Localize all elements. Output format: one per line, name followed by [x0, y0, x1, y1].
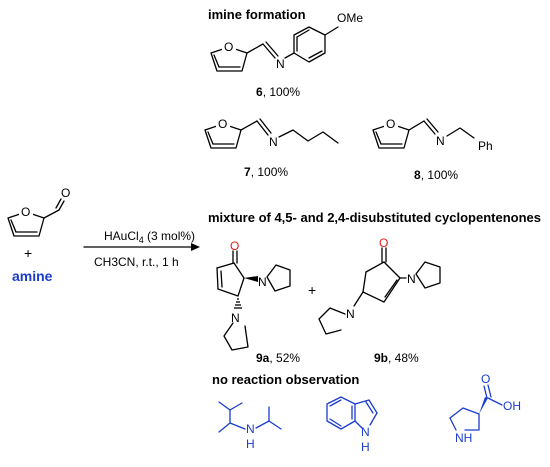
compound-8-structure: O N Ph — [372, 117, 493, 153]
proline-carbonyl-oxygen: O — [481, 372, 490, 386]
compound-7-nitrogen: N — [269, 135, 278, 149]
compound-6-structure: O N OMe — [210, 11, 363, 72]
compound-8-oxygen: O — [386, 117, 395, 131]
compound-9a-nitrogen-1: N — [258, 275, 267, 289]
product-plus: + — [308, 282, 316, 298]
compound-9b-label: 9b, 48% — [374, 351, 419, 365]
compound-8-nitrogen: N — [436, 134, 445, 148]
furfural-carbonyl-oxygen: O — [61, 186, 70, 200]
no-reaction-title: no reaction observation — [212, 372, 359, 387]
compound-9a-carbonyl-oxygen: O — [230, 239, 239, 253]
compound-9b-nitrogen-2: N — [346, 307, 355, 321]
compound-9a-nitrogen-2: N — [231, 311, 240, 325]
compound-7-oxygen: O — [218, 117, 227, 131]
compound-9b-structure: O N N — [318, 236, 441, 335]
catalyst-label: HAuCl4 (3 mol%) — [104, 229, 195, 245]
compound-8-label: 8, 100% — [414, 168, 458, 182]
amine-reactant: amine — [12, 268, 53, 284]
conditions-label: CH3CN, r.t., 1 h — [94, 255, 179, 269]
imine-formation-title: imine formation — [208, 7, 306, 22]
furfural-structure: O O — [7, 186, 70, 237]
diisopropylamine-nitrogen: N — [246, 422, 255, 436]
diisopropylamine-structure: N H — [218, 401, 282, 451]
reactant-plus: + — [24, 245, 32, 261]
compound-7-label: 7, 100% — [244, 165, 288, 179]
indole-nitrogen: N — [361, 425, 370, 439]
indole-hydrogen: H — [361, 440, 370, 454]
proline-hydroxyl: OH — [503, 399, 521, 413]
compound-9a-structure: O N N — [216, 239, 291, 351]
furfural-ring-oxygen: O — [21, 205, 30, 219]
compound-7-structure: O N — [204, 117, 339, 149]
proline-nitrogen-hydrogen: NH — [455, 431, 472, 445]
proline-structure: NH O OH — [449, 372, 521, 445]
compound-6-methoxy: OMe — [337, 11, 363, 25]
compound-8-phenyl: Ph — [478, 139, 493, 153]
compound-9b-nitrogen-1: N — [407, 272, 416, 286]
compound-6-label: 6, 100% — [256, 85, 300, 99]
compound-6-oxygen: O — [224, 40, 233, 54]
reaction-arrowhead — [191, 243, 200, 251]
indole-structure: N H — [326, 396, 378, 454]
mixture-title: mixture of 4,5- and 2,4-disubstituted cy… — [208, 210, 541, 225]
compound-9a-label: 9a, 52% — [256, 351, 300, 365]
diisopropylamine-hydrogen: H — [246, 437, 255, 451]
compound-6-nitrogen: N — [276, 57, 285, 71]
compound-9b-carbonyl-oxygen: O — [379, 236, 388, 250]
